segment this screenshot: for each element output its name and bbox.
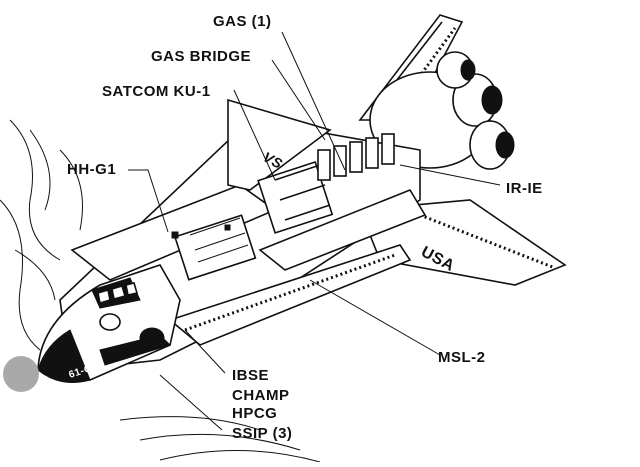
leader-satcom — [233, 89, 276, 181]
label-gas1: GAS (1) — [213, 13, 272, 30]
crew-cabin — [37, 264, 181, 383]
label-champ: CHAMP — [232, 387, 290, 404]
label-ibse: IBSE — [232, 367, 269, 384]
leader-hhg1 — [128, 169, 169, 233]
leader-gas1 — [281, 31, 346, 171]
label-hhg1: HH-G1 — [67, 161, 116, 178]
payload-bay — [171, 133, 395, 281]
leader-irie — [399, 164, 501, 186]
leader-lines — [128, 31, 501, 431]
leader-gas-bridge — [271, 59, 326, 141]
label-hpcg: HPCG — [232, 405, 277, 422]
label-gas-bridge: GAS BRIDGE — [151, 48, 251, 65]
leader-ibse — [184, 329, 226, 374]
label-ssip: SSIP (3) — [232, 425, 292, 442]
gas-canisters — [317, 133, 395, 181]
earth-background — [0, 119, 321, 463]
right-bay-door — [168, 189, 427, 346]
label-satcom: SATCOM KU-1 — [102, 83, 211, 100]
label-irie: IR-IE — [506, 180, 543, 197]
label-msl2: MSL-2 — [438, 349, 486, 366]
leader-ssip — [159, 374, 223, 431]
engine-cluster — [369, 51, 515, 170]
leader-msl2 — [309, 279, 441, 356]
gray-marker-dot — [3, 356, 39, 392]
